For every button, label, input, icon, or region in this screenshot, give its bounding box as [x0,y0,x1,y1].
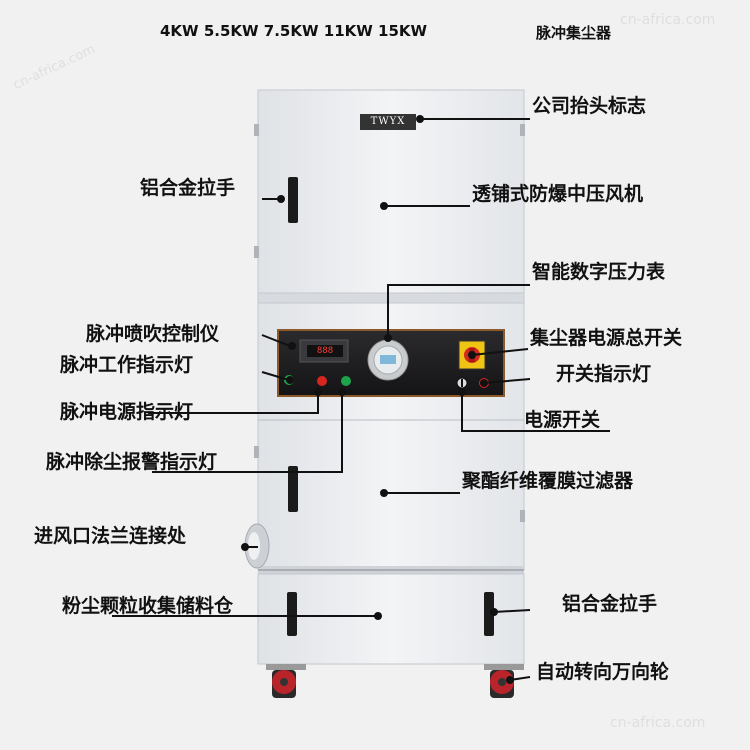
callout-inlet-flange: 进风口法兰连接处 [34,525,187,547]
callout-handle-bottom: 铝合金拉手 [562,593,658,615]
product-title: 脉冲集尘器 [536,24,612,42]
callout-pulse-controller: 脉冲喷吹控制仪 [86,323,220,345]
leader-lines [112,118,610,681]
power-ratings: 4KW 5.5KW 7.5KW 11KW 15KW [160,22,428,40]
callout-pulse-work-light: 脉冲工作指示灯 [60,354,194,376]
watermark: cn-africa.com [610,715,706,731]
leader-dots [241,115,514,684]
controller-display: 888 [307,345,343,357]
watermark: cn-africa.com [620,12,716,28]
brand-plate: TWYX [360,114,416,130]
callout-pulse-alarm-light: 脉冲除尘报警指示灯 [46,451,218,473]
casters [266,664,524,698]
callout-pressure-gauge: 智能数字压力表 [532,261,666,283]
callout-caster: 自动转向万向轮 [536,661,670,683]
callout-power-switch: 电源开关 [524,409,601,431]
callout-pulse-power-light: 脉冲电源指示灯 [60,401,194,423]
callout-filter: 聚酯纤维覆膜过滤器 [462,470,634,492]
callout-main-power-switch: 集尘器电源总开关 [530,327,683,349]
control-panel [277,329,505,397]
callout-handle-top: 铝合金拉手 [140,177,236,199]
callout-logo: 公司抬头标志 [532,95,647,117]
handles [287,177,494,636]
callout-dust-bin: 粉尘颗粒收集储料仓 [62,595,234,617]
callout-fan: 透铺式防爆中压风机 [472,183,644,205]
callout-switch-light: 开关指示灯 [556,363,652,385]
